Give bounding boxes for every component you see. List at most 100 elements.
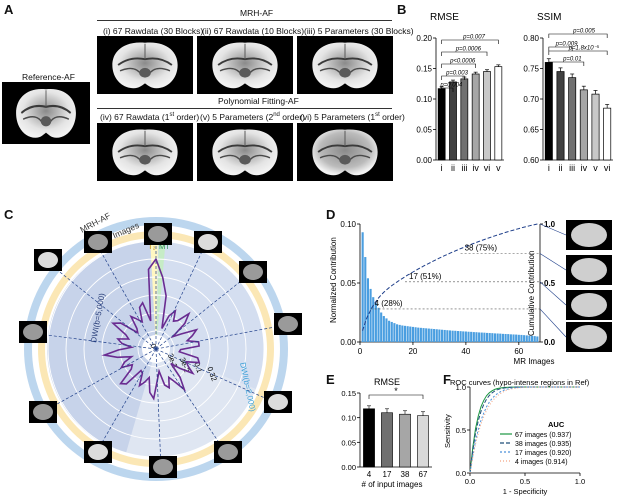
- thalamus: [339, 154, 351, 165]
- x-tick-label: 0.5: [520, 477, 530, 486]
- y-tick-label: 0.00: [416, 156, 432, 165]
- caption-iv: (iv) 67 Rawdata (1st order): [100, 112, 200, 122]
- contribution-bar: [425, 328, 428, 342]
- contribution-bar: [382, 316, 385, 342]
- y-tick-label: 0.80: [523, 34, 539, 43]
- contribution-bar: [441, 329, 444, 342]
- roc-curve-0: [469, 386, 580, 474]
- y-axis-label: Sensitivity: [443, 414, 452, 448]
- x-axis-label: 1 - Specificity: [503, 487, 548, 496]
- contribution-bar: [491, 333, 494, 342]
- chart-title: RMSE: [374, 377, 400, 387]
- cumulative-curve: [362, 223, 538, 331]
- brain-silhouette: [112, 42, 178, 89]
- contribution-bar: [486, 332, 489, 342]
- bar-67: [417, 415, 429, 468]
- contribution-bar: [472, 332, 475, 342]
- contribution-bar: [438, 329, 441, 342]
- caption-v: (v) 5 Parameters (2nd order): [200, 112, 305, 122]
- significance-bracket: [548, 61, 585, 66]
- thumbnail-brain: [278, 316, 298, 332]
- contribution-bar: [454, 330, 457, 342]
- y-tick-label: 0.10: [341, 414, 356, 423]
- caption-ii: (ii) 67 Rawdata (10 Blocks): [202, 26, 305, 36]
- contribution-bar: [403, 325, 407, 342]
- side-thumbnail-brain: [571, 258, 607, 282]
- y-tick-label: 0.15: [341, 389, 356, 398]
- bar-17: [381, 412, 393, 468]
- thalamus: [40, 116, 52, 127]
- bar-v: [591, 93, 600, 161]
- contribution-bar: [456, 331, 459, 342]
- p-value-label: p=1.8x10⁻⁵: [568, 45, 600, 52]
- corpus-callosum: [20, 104, 72, 114]
- sector-label-mt: MT: [159, 242, 170, 251]
- y-tick-label: 0.5: [456, 426, 466, 435]
- x-tick-label: ii: [559, 163, 563, 173]
- leader-line: [155, 348, 277, 404]
- legend-entry: 4 images (0.914): [515, 459, 568, 466]
- y2-tick-label: 0.5: [544, 279, 556, 288]
- x-tick-label: 4: [367, 470, 372, 479]
- brain-silhouette: [312, 129, 378, 176]
- contribution-bar: [380, 312, 383, 342]
- brain-image-i: [97, 36, 193, 94]
- thumbnail-brain: [148, 226, 168, 242]
- contribution-bar: [475, 332, 478, 342]
- contribution-bar: [493, 333, 497, 342]
- legend-entry: 67 images (0.937): [515, 432, 571, 439]
- significance-bracket: [441, 63, 476, 68]
- contribution-bar: [430, 328, 433, 342]
- leader-line: [45, 260, 157, 350]
- thumbnail-brain: [88, 234, 108, 250]
- y-tick-label: 0.65: [523, 126, 539, 135]
- thumbnail-link: [539, 223, 567, 236]
- contribution-bar: [377, 307, 380, 342]
- mrh-af-bracket: [97, 20, 392, 21]
- poly-fitting-title: Polynomial Fitting-AF: [218, 96, 299, 106]
- contribution-bar: [501, 333, 504, 342]
- y-tick-label: 0.05: [416, 126, 432, 135]
- thumbnail-link: [539, 253, 567, 271]
- contribution-bar: [401, 325, 404, 342]
- contribution-bar: [417, 327, 420, 342]
- x-tick-label: v: [593, 163, 598, 173]
- contribution-bar: [462, 331, 465, 342]
- leader-line: [95, 242, 157, 350]
- side-thumbnail-brain: [571, 223, 607, 247]
- x-tick-label: 1.0: [575, 477, 585, 486]
- contribution-bar: [435, 329, 438, 342]
- y2-tick-label: 0.0: [544, 338, 556, 347]
- significance-star: *: [394, 386, 398, 396]
- contribution-bar: [512, 334, 515, 342]
- contribution-bar: [523, 335, 526, 342]
- radial-tick-label: 0: [148, 342, 158, 349]
- thumbnail-brain: [33, 404, 53, 420]
- contribution-bar: [488, 333, 491, 342]
- contribution-bar: [520, 334, 523, 342]
- panel-label-a: A: [4, 2, 14, 17]
- y-tick-label: 1.0: [456, 383, 466, 392]
- x-tick-label: i: [441, 163, 443, 173]
- contribution-bar: [515, 334, 518, 342]
- radial-tick-label: 0.1: [192, 361, 204, 374]
- contribution-bar: [451, 330, 454, 342]
- sector-label-t2: T₂: [148, 242, 156, 251]
- contribution-bar: [533, 336, 536, 342]
- panel-label-c: C: [4, 207, 14, 222]
- contribution-bar: [448, 330, 452, 342]
- poly-bracket: [97, 108, 392, 109]
- x-tick-label: 17: [383, 470, 392, 479]
- contribution-bar: [525, 335, 528, 342]
- significance-bracket: [441, 75, 465, 80]
- contribution-bar: [509, 334, 512, 342]
- contribution-bar: [499, 333, 502, 342]
- bar-vi: [483, 71, 491, 161]
- chart-title: SSIM: [537, 12, 561, 23]
- x-tick-label: vi: [484, 163, 491, 173]
- bar-vi: [603, 107, 612, 161]
- y2-tick-label: 1.0: [544, 220, 556, 229]
